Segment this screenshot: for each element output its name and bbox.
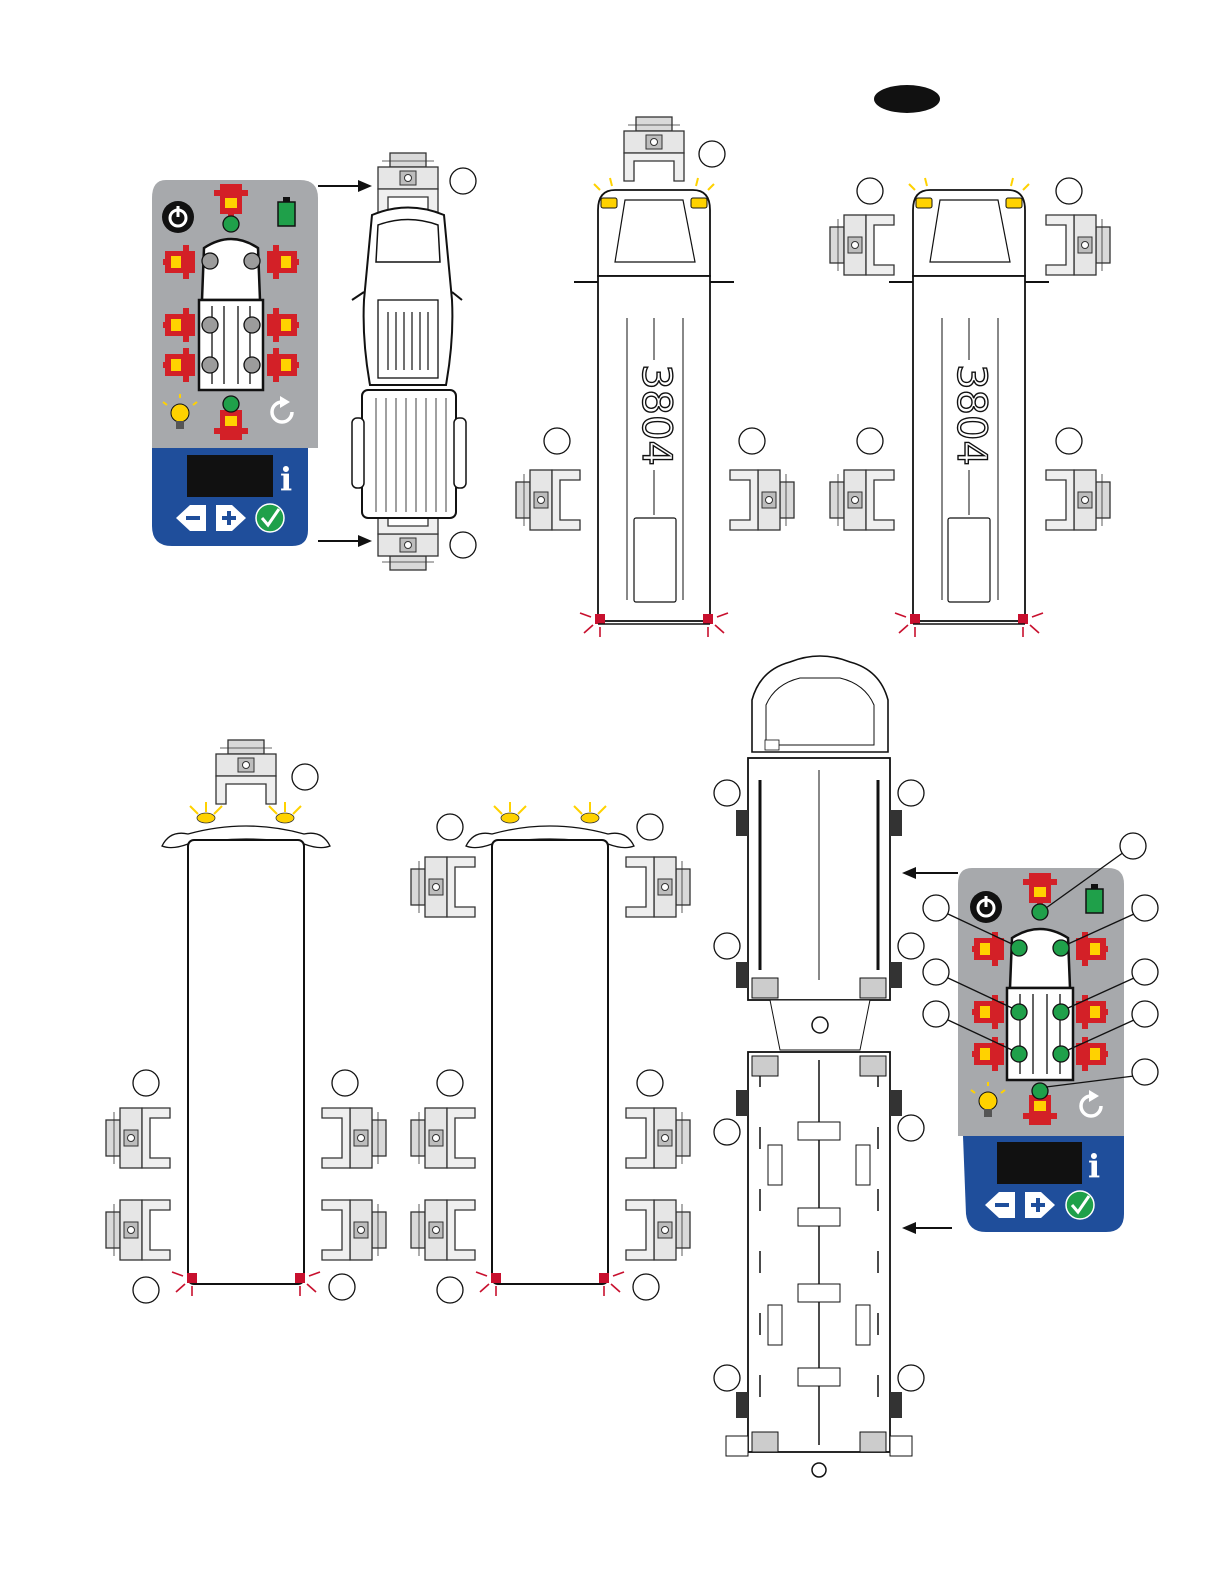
- power-icon[interactable]: [970, 891, 1002, 923]
- indicator-light: [1053, 940, 1069, 956]
- callout-circle: [714, 780, 740, 806]
- pickup-truck: [352, 153, 466, 570]
- bus-b: 3804: [830, 178, 1110, 637]
- indicator-light: [244, 357, 260, 373]
- callout-circle: [857, 428, 883, 454]
- callout-circle: [329, 1274, 355, 1300]
- callout-circle: [637, 814, 663, 840]
- indicator-light: [202, 357, 218, 373]
- callout-circle: [292, 764, 318, 790]
- pointer-arrow: [902, 1222, 952, 1234]
- rear-indicator: [1032, 1083, 1048, 1099]
- control-panel-top-left: i: [152, 180, 318, 546]
- display-screen: [187, 455, 273, 497]
- callout-circle: [923, 1001, 949, 1027]
- display-screen: [997, 1142, 1082, 1184]
- callout-circle: [544, 428, 570, 454]
- indicator-light: [244, 317, 260, 333]
- trailer-a: [106, 740, 386, 1303]
- section-badge: [874, 85, 940, 113]
- callout-circle: [437, 1277, 463, 1303]
- svg-text:i: i: [280, 460, 292, 498]
- indicator-light: [202, 317, 218, 333]
- front-indicator: [1032, 904, 1048, 920]
- indicator-light: [244, 253, 260, 269]
- callout-circle: [450, 532, 476, 558]
- callout-circle: [450, 168, 476, 194]
- check-icon[interactable]: [1066, 1191, 1094, 1219]
- bus-a: 3804: [516, 117, 794, 637]
- front-indicator: [223, 216, 239, 232]
- callout-circle: [923, 959, 949, 985]
- indicator-light: [1053, 1004, 1069, 1020]
- power-icon[interactable]: [162, 201, 194, 233]
- indicator-light: [202, 253, 218, 269]
- callout-circle: [898, 1115, 924, 1141]
- callout-circle: [1132, 959, 1158, 985]
- bus-number: 3804: [633, 364, 679, 466]
- callout-circle: [1132, 1001, 1158, 1027]
- callout-circle: [133, 1070, 159, 1096]
- trailer-b: [411, 802, 690, 1303]
- pointer-arrow: [318, 180, 372, 192]
- battery-icon: [278, 197, 295, 226]
- callout-circle: [633, 1274, 659, 1300]
- callout-circle: [857, 178, 883, 204]
- callout-circle: [714, 1119, 740, 1145]
- bus-number: 3804: [948, 364, 994, 466]
- callout-circle: [1056, 428, 1082, 454]
- pointer-arrow: [318, 535, 372, 547]
- callout-circle: [1056, 178, 1082, 204]
- callout-circle: [332, 1070, 358, 1096]
- callout-circle: [898, 1365, 924, 1391]
- callout-circle: [437, 814, 463, 840]
- pointer-arrow: [902, 867, 958, 879]
- callout-circle: [739, 428, 765, 454]
- callout-circle: [637, 1070, 663, 1096]
- callout-circle: [1132, 895, 1158, 921]
- indicator-light: [1011, 940, 1027, 956]
- callout-circle: [898, 933, 924, 959]
- check-icon[interactable]: [256, 504, 284, 532]
- control-panel-bottom-right: i: [923, 833, 1158, 1232]
- battery-icon: [1086, 884, 1103, 913]
- callout-circle: [898, 780, 924, 806]
- indicator-light: [1053, 1046, 1069, 1062]
- truck-trailer-combo: [714, 656, 924, 1477]
- callout-circle: [437, 1070, 463, 1096]
- info-icon[interactable]: i: [280, 460, 292, 498]
- callout-circle: [923, 895, 949, 921]
- indicator-light: [1011, 1046, 1027, 1062]
- indicator-light: [1011, 1004, 1027, 1020]
- callout-circle: [699, 141, 725, 167]
- callout-circle: [133, 1277, 159, 1303]
- callout-circle: [714, 1365, 740, 1391]
- callout-circle: [1120, 833, 1146, 859]
- rear-indicator: [223, 396, 239, 412]
- callout-circle: [1132, 1059, 1158, 1085]
- info-icon[interactable]: i: [1088, 1147, 1100, 1185]
- svg-text:i: i: [1088, 1147, 1100, 1185]
- callout-circle: [714, 933, 740, 959]
